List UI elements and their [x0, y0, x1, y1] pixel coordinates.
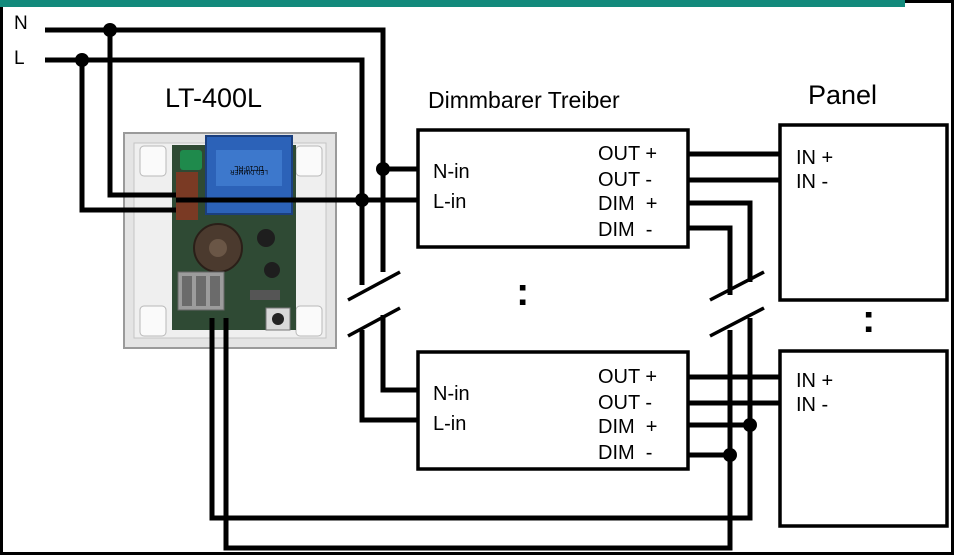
break-mark	[347, 270, 401, 302]
transformer-label: DC10-RL	[234, 164, 263, 171]
panel-box	[778, 123, 949, 302]
bottom-terminal-slot	[210, 276, 220, 306]
driver-dim-neg-label: DIM -	[598, 219, 652, 241]
break-mark	[347, 306, 401, 338]
wire-n-bus	[45, 27, 418, 172]
driver-out-pos-label: OUT +	[598, 366, 657, 388]
potentiometer-shaft	[209, 239, 227, 257]
component	[264, 262, 280, 278]
mains-l-label: L	[14, 48, 25, 69]
panel-2: IN + IN -	[778, 349, 949, 528]
junction-dot	[743, 418, 757, 432]
wire-n-to-dimmer	[107, 30, 176, 198]
panel-in-pos-label: IN +	[796, 370, 833, 392]
transformer-sublabel: LED DIMMER	[229, 168, 267, 174]
driver-dim-pos-label: DIM +	[598, 416, 657, 438]
mounting-tab	[139, 145, 167, 177]
terminal-block	[176, 172, 198, 220]
mains-n-label: N	[14, 13, 28, 34]
junction-dot	[75, 53, 89, 67]
mounting-tab	[295, 145, 323, 177]
driver-dim-pos-label: DIM +	[598, 193, 657, 215]
wire-dim-neg-1	[688, 225, 733, 295]
driver-out-neg-label: OUT -	[598, 392, 652, 414]
mounting-tab	[139, 305, 167, 337]
dimmer-device: DC10-RL LED DIMMER	[123, 132, 337, 349]
driver-n-in-label: N-in	[433, 161, 470, 183]
driver-out-neg-label: OUT -	[598, 169, 652, 191]
driver-continuation-dots: :	[516, 270, 529, 314]
driver-n-in-label: N-in	[433, 383, 470, 405]
driver-box	[416, 128, 690, 249]
wire-dim-pos-1	[688, 200, 753, 282]
panel-column-title: Panel	[808, 80, 877, 110]
mounting-tab	[295, 305, 323, 337]
junction-dot	[103, 23, 117, 37]
junction-dot	[355, 193, 369, 207]
driver-box	[416, 350, 690, 471]
capacitor	[180, 150, 202, 170]
panel-1: IN + IN -	[778, 123, 949, 302]
wire-l-lower2	[359, 330, 418, 423]
panel-in-pos-label: IN +	[796, 147, 833, 169]
wire-dim-return-pos	[209, 318, 753, 521]
wire-l-to-dimmer	[79, 60, 176, 213]
panel-in-neg-label: IN -	[796, 171, 828, 193]
bottom-terminal-slot	[182, 276, 192, 306]
dimmer-model-title: LT-400L	[165, 83, 262, 113]
wire-n-lower2	[380, 315, 418, 393]
driver-2: N-in L-in OUT + OUT - DIM + DIM -	[416, 350, 690, 471]
wires	[45, 23, 780, 551]
panel-box	[778, 349, 949, 528]
bottom-terminal-slot	[196, 276, 206, 306]
driver-1: N-in L-in OUT + OUT - DIM + DIM -	[416, 128, 690, 249]
accent-bar	[0, 0, 905, 7]
component	[257, 229, 275, 247]
wire-dim-return-neg	[223, 318, 733, 551]
driver-dim-neg-label: DIM -	[598, 442, 652, 464]
driver-column-title: Dimmbarer Treiber	[428, 87, 620, 113]
panel-continuation-dots: :	[862, 297, 875, 341]
wire-l-bus	[45, 57, 418, 203]
component	[250, 290, 280, 300]
driver-out-pos-label: OUT +	[598, 143, 657, 165]
transformer-label-plate	[216, 150, 282, 186]
push-button-cap	[272, 313, 284, 325]
break-mark	[709, 270, 765, 302]
break-mark	[709, 306, 765, 338]
driver-l-in-label: L-in	[433, 413, 466, 435]
junction-dot	[376, 162, 390, 176]
junction-dot	[723, 448, 737, 462]
panel-in-neg-label: IN -	[796, 394, 828, 416]
driver-l-in-label: L-in	[433, 191, 466, 213]
